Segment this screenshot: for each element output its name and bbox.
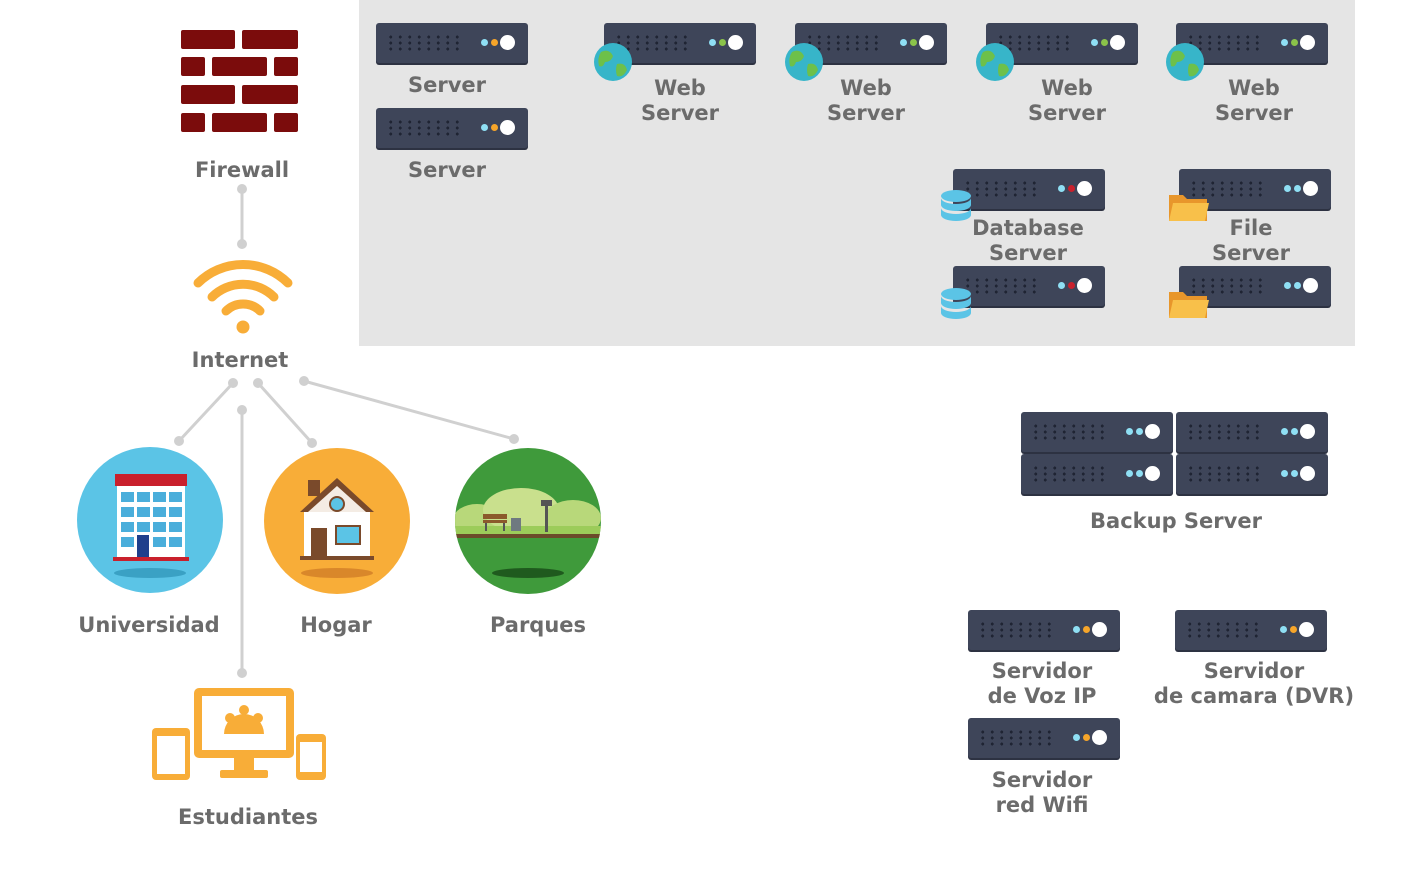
globe-icon (976, 43, 1014, 81)
students-devices-icon (152, 688, 326, 782)
web-server-label-4: Web Server (1214, 76, 1294, 125)
database-icon (941, 288, 971, 319)
home-label: Hogar (300, 613, 372, 637)
voip-server-label: Servidor de Voz IP (987, 659, 1097, 708)
web-server-label-1: Web Server (640, 76, 720, 125)
file-server-unit (1179, 266, 1331, 306)
server-label-1: Server (407, 73, 487, 97)
backup-server-unit (1021, 454, 1173, 494)
backup-server-label: Backup Server (1090, 509, 1262, 533)
server-unit (376, 23, 528, 63)
camera-server-unit (1175, 610, 1327, 650)
database-icon (941, 190, 971, 221)
globe-icon (594, 43, 632, 81)
voip-server-unit (968, 610, 1120, 650)
server-unit (376, 108, 528, 148)
globe-icon (1166, 43, 1204, 81)
firewall-label: Firewall (194, 158, 290, 182)
park-icon (455, 448, 601, 594)
web-server-label-2: Web Server (826, 76, 906, 125)
server-label-2: Server (407, 158, 487, 182)
wifi-icon (192, 253, 294, 335)
home-icon (264, 448, 410, 594)
internet-label: Internet (191, 348, 289, 372)
backup-server-unit (1176, 412, 1328, 452)
database-server-unit (953, 266, 1105, 306)
wifi-server-label: Servidor red Wifi (991, 768, 1093, 817)
wifi-server-unit (968, 718, 1120, 758)
university-icon (77, 447, 223, 593)
web-server-label-3: Web Server (1027, 76, 1107, 125)
database-server-label: Database Server (972, 216, 1084, 265)
file-server-label: File Server (1211, 216, 1291, 265)
database-server-unit (953, 169, 1105, 209)
camera-server-label: Servidor de camara (DVR) (1153, 659, 1355, 708)
firewall-icon (181, 30, 298, 132)
university-label: Universidad (78, 613, 220, 637)
parks-label: Parques (489, 613, 587, 637)
backup-server-unit (1176, 454, 1328, 494)
globe-icon (785, 43, 823, 81)
web-server-unit (1176, 23, 1328, 63)
folder-icon (1169, 195, 1209, 221)
folder-icon (1169, 292, 1209, 318)
backup-server-unit (1021, 412, 1173, 452)
students-label: Estudiantes (178, 805, 318, 829)
